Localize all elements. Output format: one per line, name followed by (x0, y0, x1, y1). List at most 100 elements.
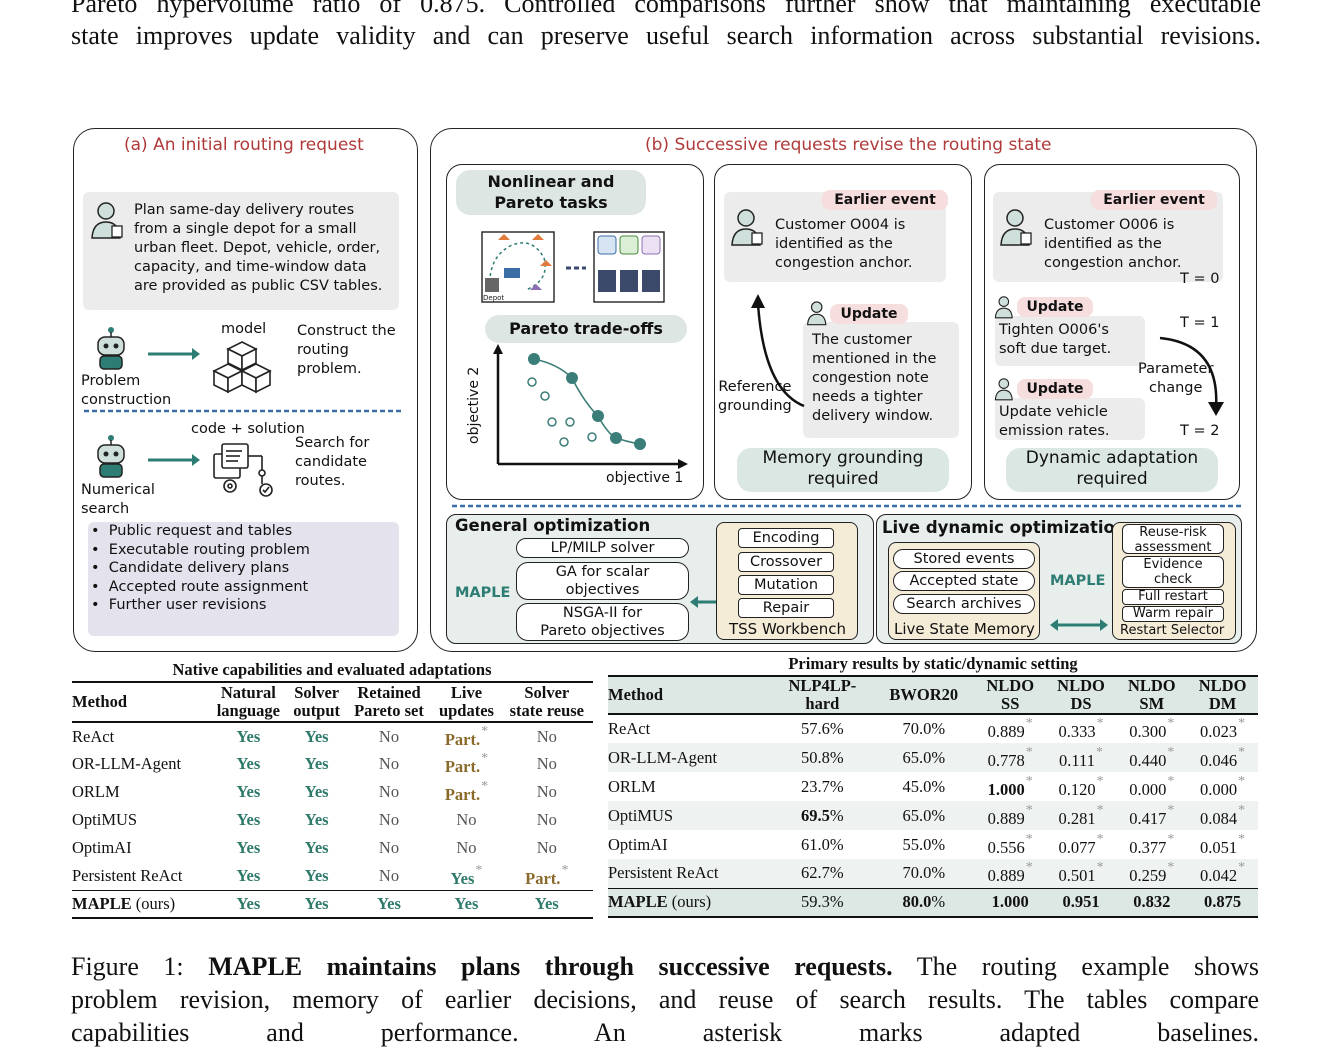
table-cell: Yes (209, 722, 288, 750)
selector-line: check (1153, 572, 1193, 587)
table-cell: 65.0% (873, 801, 975, 830)
cell-value: 0.556 (987, 837, 1025, 857)
event-line: congestion anchor. (775, 255, 913, 271)
percent-sign: % (829, 805, 844, 825)
cell-value: No (378, 754, 400, 773)
table-cell: 0.023* (1187, 714, 1258, 743)
header-line: updates (438, 701, 494, 720)
asterisk-marker: * (481, 751, 489, 766)
footer-line: required (1076, 469, 1148, 489)
cell-value: 0.333 (1058, 722, 1096, 741)
method-suffix: (ours) (667, 892, 712, 912)
asterisk-marker: * (561, 862, 569, 878)
asterisk-marker: * (1167, 773, 1175, 789)
update-line: congestion note (812, 370, 929, 386)
user-icon (91, 202, 123, 239)
table-cell: Part.* (432, 778, 500, 806)
request-text: Plan same-day delivery routes from a sin… (134, 201, 382, 296)
table-cell: 0.000* (1187, 772, 1258, 801)
cell-value: 0.832 (1133, 892, 1171, 912)
workbench-crossover: Crossover (738, 552, 834, 572)
maple-label: MAPLE (1050, 573, 1106, 589)
table-cell: 0.084* (1187, 801, 1258, 830)
description-line: Search for (295, 435, 370, 451)
table-cell: 0.951 (1046, 888, 1117, 917)
selector-warm-repair: Warm repair (1122, 606, 1224, 622)
arrow-right-icon (148, 348, 200, 360)
table-cell: Yes (288, 722, 346, 750)
selector-line: assessment (1134, 540, 1212, 554)
model-label: model (221, 321, 267, 337)
table-cell: Yes (346, 890, 433, 918)
table-cell: 1.000 (975, 888, 1046, 917)
cell-value: 0.000 (1200, 779, 1238, 799)
selector-line: Reuse-risk (1139, 525, 1207, 540)
asterisk-marker: * (1238, 860, 1246, 876)
cell-value: Yes (304, 865, 329, 885)
outputs-box (88, 522, 399, 636)
cell-value: 50.8% (801, 747, 844, 767)
solver-lp-milp: LP/MILP solver (516, 538, 689, 558)
method-cell: OptimAI (608, 830, 772, 859)
code-gear-icon (213, 443, 273, 497)
user-icon (731, 209, 763, 246)
cell-value: Yes (377, 893, 401, 913)
asterisk-marker: * (1167, 831, 1175, 847)
table-cell: 0.046* (1187, 743, 1258, 772)
column-header: NLP4LP-hard (772, 676, 873, 714)
nonlinear-pareto-header: Nonlinear and Pareto tasks (456, 170, 646, 215)
table-cell: No (432, 806, 500, 834)
table-cell: 69.5% (772, 801, 873, 830)
table-cell: 0.259* (1116, 859, 1187, 888)
header-line: Solver (524, 683, 570, 702)
method-cell: ORLM (608, 772, 772, 801)
caption-rest: The routing example shows (916, 952, 1260, 981)
cell-value: 0.875 (1204, 892, 1242, 912)
cell-value: 1.000 (991, 892, 1029, 912)
code-solution-label: code + solution (191, 421, 305, 437)
header-line: Method (72, 692, 127, 711)
cell-value: Part. (444, 729, 481, 749)
table-cell: 0.556* (975, 830, 1046, 859)
header-line: SM (1139, 694, 1165, 713)
cell-value: 0.951 (1062, 892, 1100, 912)
table-cell: No (346, 750, 433, 778)
cell-value: 65.0% (902, 805, 946, 825)
table-cell: 0.051* (1187, 830, 1258, 859)
table-cell: 59.3% (772, 888, 873, 917)
cell-value: Yes (534, 893, 559, 913)
memory-search-archives: Search archives (893, 594, 1035, 614)
method-name: Persistent ReAct (72, 865, 183, 885)
update1-box (995, 316, 1145, 366)
agent-label-line: construction (81, 392, 172, 408)
cell-value: 0.501 (1058, 866, 1096, 886)
method-name: ReAct (72, 726, 115, 746)
method-name: OR-LLM-Agent (72, 754, 182, 773)
cell-value: No (378, 726, 400, 746)
method-cell: OptiMUS (72, 806, 209, 834)
method-name: ReAct (608, 719, 651, 738)
reference-grounding-label: Reference grounding (718, 378, 792, 416)
maple-label: MAPLE (455, 585, 511, 601)
cubes-icon (212, 341, 272, 394)
asterisk-marker: * (1025, 860, 1033, 876)
cell-value: 0.281 (1058, 808, 1096, 828)
method-name: Persistent ReAct (608, 863, 719, 883)
table-cell: 0.377* (1116, 830, 1187, 859)
problem-construction-label: Problem construction (81, 372, 171, 410)
method-name: OptiMUS (608, 805, 674, 825)
cell-value: 59.3% (801, 892, 844, 912)
request-line: urban fleet. Depot, vehicle, order, (134, 240, 381, 256)
cell-value: Yes (454, 893, 479, 913)
table-cell: 45.0% (873, 772, 975, 801)
method-cell: OptimAI (72, 834, 209, 862)
cell-value: Yes (304, 838, 329, 857)
table-cell: 0.875 (1187, 888, 1258, 917)
table-cell: Yes (288, 806, 346, 834)
method-cell: OR-LLM-Agent (72, 750, 209, 778)
method-name: OptimAI (608, 834, 668, 854)
earlier-event-badge: Earlier event (822, 190, 948, 210)
agent-label-line: Problem (81, 373, 141, 389)
